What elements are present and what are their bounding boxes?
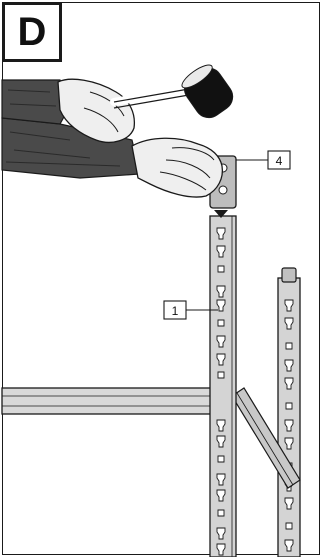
- step-label: D: [2, 2, 62, 62]
- callout-4-label: 4: [276, 154, 283, 168]
- upright-post-main: [210, 216, 236, 557]
- callout-4: 4: [236, 151, 290, 169]
- upright-post-right: [278, 268, 300, 557]
- horizontal-beam: [2, 388, 234, 414]
- gloved-hand-lower: [132, 138, 222, 197]
- callout-1-label: 1: [172, 304, 179, 318]
